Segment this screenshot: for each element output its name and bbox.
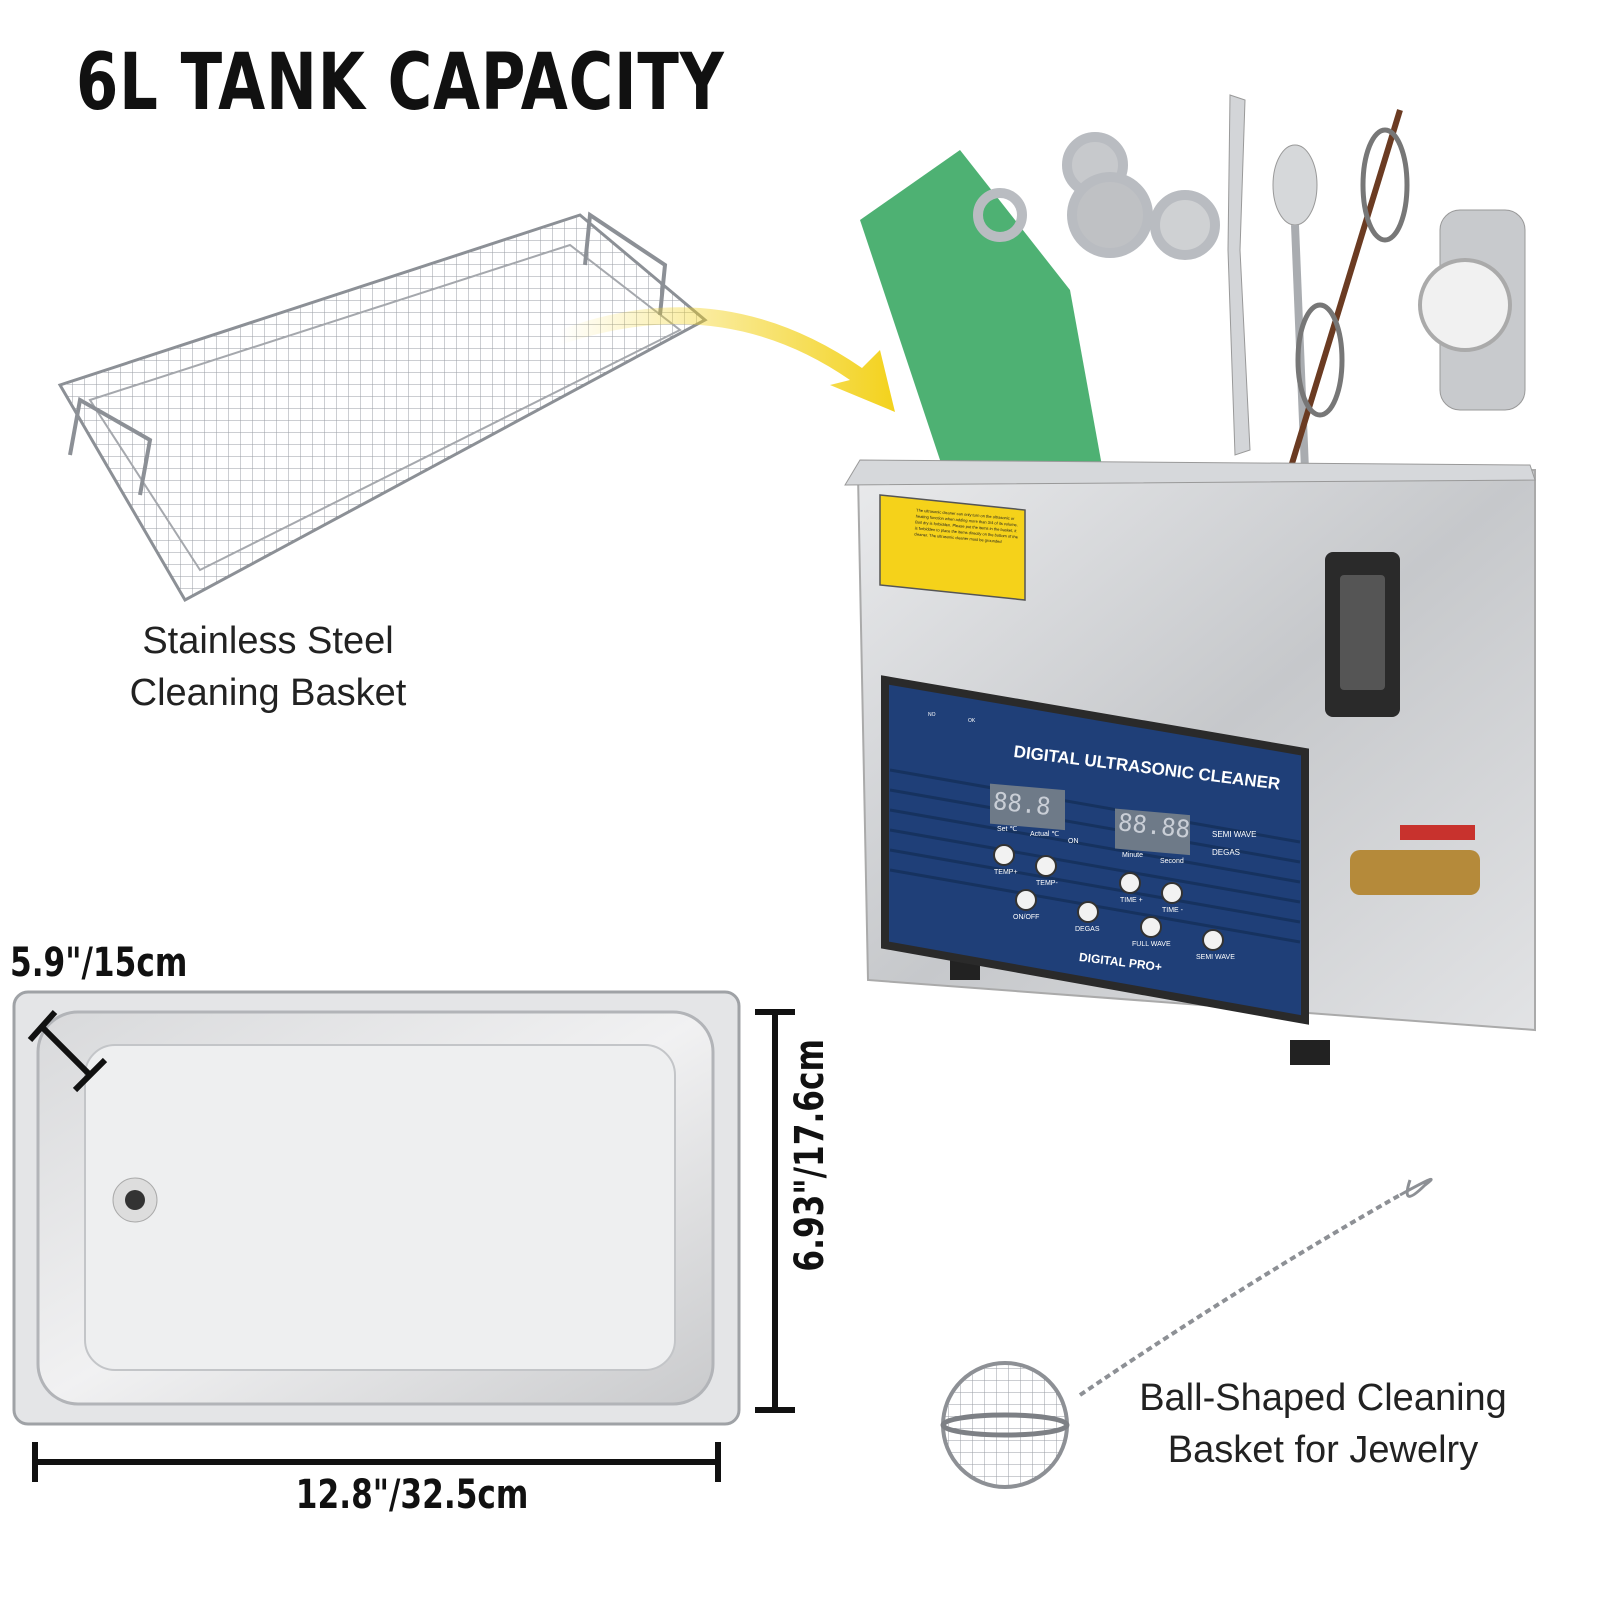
set-label: Set ℃ [997,826,1018,833]
basket-caption: Stainless Steel Cleaning Basket [68,615,468,719]
length-dimension: 12.8"/32.5cm [295,1472,529,1518]
ultrasonic-cleaner-image [844,94,1536,1065]
temp-display: 88.8 [991,787,1053,821]
temp-down-button: TEMP- [1036,880,1058,887]
jewelry-caption-line1: Ball-Shaped Cleaning [1139,1377,1507,1419]
no-basket-icon: NO [928,712,936,718]
time-down-button: TIME - [1162,907,1183,914]
jewelry-caption: Ball-Shaped Cleaning Basket for Jewelry [1098,1372,1548,1476]
page-title: 6L TANK CAPACITY [76,38,725,128]
full-wave-button: FULL WAVE [1132,941,1171,948]
wire-basket-image [57,211,708,603]
ball-basket-image [940,1177,1433,1489]
temp-up-button: TEMP+ [994,869,1018,876]
basket-caption-line1: Stainless Steel [142,620,394,662]
time-up-button: TIME + [1120,897,1143,904]
tank-tray-image [12,990,741,1426]
depth-dimension: 5.9"/15cm [10,940,188,986]
degas-button: DEGAS [1075,926,1100,933]
dimension-lines [27,1009,795,1482]
semi-wave-indicator: SEMI WAVE [1212,830,1257,839]
basket-caption-line2: Cleaning Basket [129,672,407,714]
jewelry-caption-line2: Basket for Jewelry [1167,1429,1479,1471]
height-dimension: 6.93"/17.6cm [787,1038,833,1272]
on-off-button: ON/OFF [1013,914,1040,921]
semi-wave-button: SEMI WAVE [1196,954,1235,961]
on-label: ON [1068,838,1079,845]
degas-indicator: DEGAS [1212,848,1241,857]
second-label: Second [1160,858,1184,865]
arrow-icon [560,307,895,412]
minute-label: Minute [1122,852,1144,859]
actual-label: Actual ℃ [1030,831,1060,838]
ok-basket-icon: OK [968,718,976,724]
